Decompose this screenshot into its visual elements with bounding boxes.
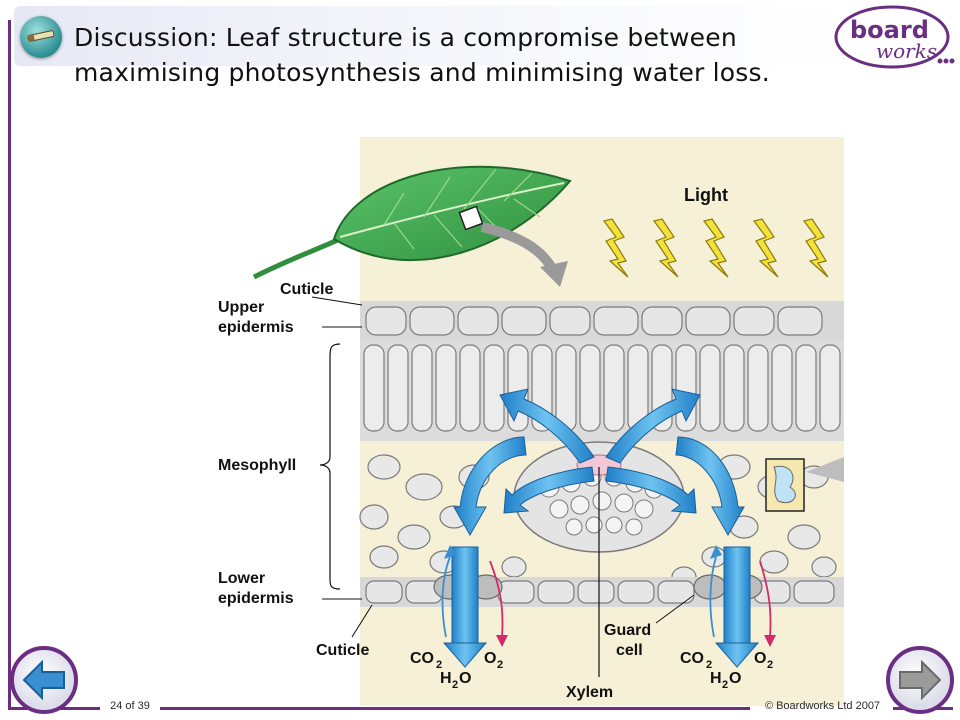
cell-inset <box>765 457 844 512</box>
copyright-text: © Boardworks Ltd 2007 <box>764 700 881 712</box>
gas-flow-arrows <box>442 388 760 668</box>
label-h2o: H <box>440 670 452 687</box>
label-subscript: 2 <box>452 679 458 691</box>
logo-text-works: works <box>876 39 937 63</box>
label-h2o: O <box>459 670 471 687</box>
light-arrows <box>602 218 829 278</box>
label-lower-epidermis: Lower <box>218 570 265 587</box>
label-cuticle-bottom: Cuticle <box>316 642 369 659</box>
slide-title: Discussion: Leaf structure is a compromi… <box>74 23 770 87</box>
arrow-right-icon <box>899 659 942 701</box>
discussion-icon <box>20 16 62 58</box>
label-upper-epidermis: epidermis <box>218 319 294 336</box>
palisade-mesophyll <box>360 341 844 441</box>
arrow-left-icon <box>22 659 65 701</box>
label-cuticle-top: Cuticle <box>280 281 333 298</box>
previous-slide-button[interactable] <box>10 646 78 714</box>
slide-frame-bottom <box>160 707 750 710</box>
logo-text-board: board <box>850 16 929 44</box>
label-upper-epidermis: Upper <box>218 299 264 316</box>
boardworks-logo: board works <box>832 4 956 70</box>
title-bar <box>14 6 850 66</box>
label-subscript: 2 <box>436 659 442 671</box>
label-subscript: 2 <box>767 659 773 671</box>
label-o2: O <box>484 650 496 667</box>
label-subscript: 2 <box>722 679 728 691</box>
label-light: Light <box>684 185 728 205</box>
label-h2o: H <box>710 670 722 687</box>
label-subscript: 2 <box>706 659 712 671</box>
label-co2: CO <box>410 650 434 667</box>
upper-epidermis <box>360 301 844 341</box>
page-number: 24 of 39 <box>110 700 150 712</box>
label-mesophyll: Mesophyll <box>218 457 296 474</box>
label-o2: O <box>754 650 766 667</box>
label-h2o: O <box>729 670 741 687</box>
label-guard-cell: cell <box>616 642 643 659</box>
lower-epidermis <box>360 577 844 607</box>
leaf-illustration <box>252 165 572 280</box>
label-co2: CO <box>680 650 704 667</box>
label-xylem: Xylem <box>566 684 613 701</box>
label-subscript: 2 <box>497 659 503 671</box>
leaf-cross-section-diagram: Light <box>214 137 844 706</box>
label-lower-epidermis: epidermis <box>218 590 294 607</box>
label-guard-cell: Guard <box>604 622 651 639</box>
next-slide-button[interactable] <box>886 646 954 714</box>
vascular-bundle <box>513 441 685 553</box>
slide-frame-left <box>8 20 11 708</box>
